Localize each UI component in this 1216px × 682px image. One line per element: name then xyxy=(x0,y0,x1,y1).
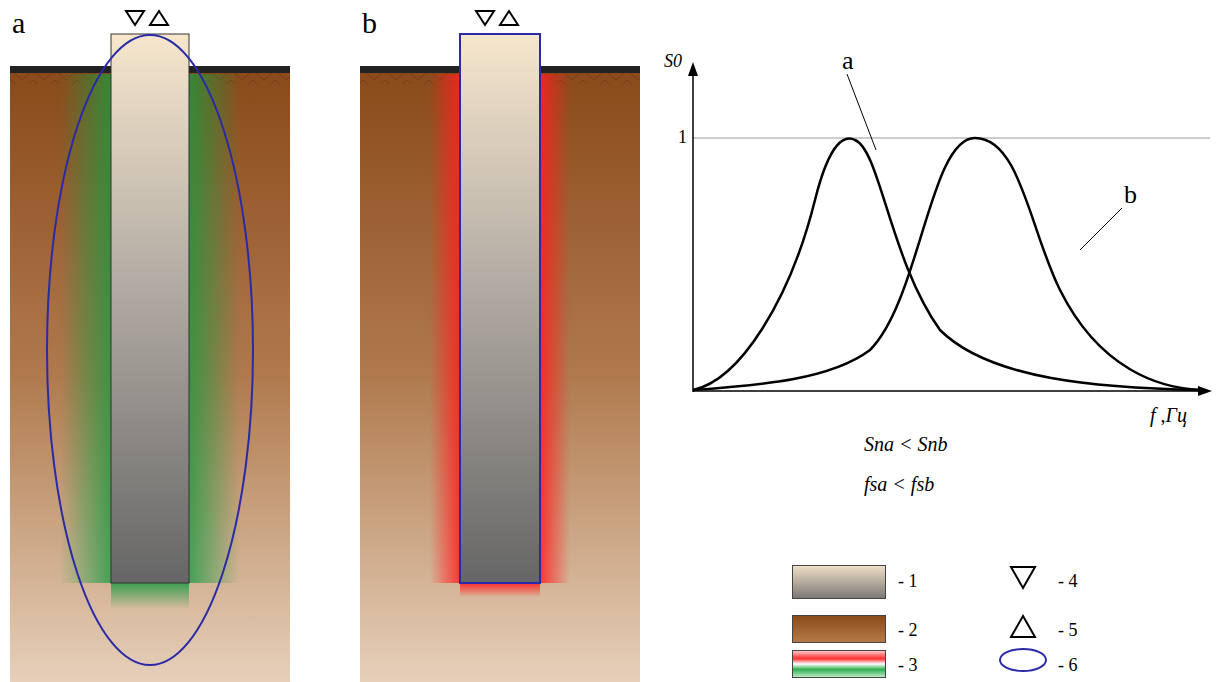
panel-letter: a xyxy=(12,8,25,38)
tick-label: 1 xyxy=(678,128,687,146)
formula: Sna < Snb xyxy=(864,434,948,454)
legend-sample xyxy=(998,646,1048,674)
legend-text: - 1 xyxy=(898,572,918,590)
legend-sample xyxy=(792,615,886,643)
legend-text: - 5 xyxy=(1058,621,1078,639)
legend-sample xyxy=(792,565,886,599)
legend-text: - 2 xyxy=(898,621,918,639)
axis-label: f ,Гц xyxy=(1150,405,1187,425)
legend-sample xyxy=(1008,612,1038,640)
axis-label: S0 xyxy=(664,52,682,70)
formula: fsa < fsb xyxy=(864,474,934,494)
curve-label: b xyxy=(1124,182,1137,208)
curve-label: a xyxy=(842,48,854,74)
legend-text: - 6 xyxy=(1058,656,1078,674)
legend-sample xyxy=(792,650,886,678)
legend-text: - 4 xyxy=(1058,572,1078,590)
legend-text: - 3 xyxy=(898,656,918,674)
panel-letter: b xyxy=(362,8,377,38)
legend-sample xyxy=(1008,563,1038,591)
